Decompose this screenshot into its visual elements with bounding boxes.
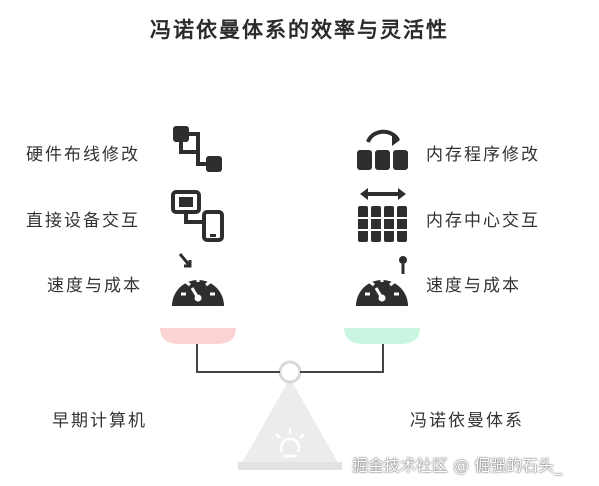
- left-label-wiring: 硬件布线修改: [26, 145, 140, 165]
- right-label-memory-center: 内存中心交互: [426, 211, 540, 231]
- right-label-memory-modify: 内存程序修改: [426, 145, 540, 165]
- wiring-icon: [170, 124, 226, 176]
- fulcrum-triangle: [238, 378, 342, 470]
- page-title: 冯诺依曼体系的效率与灵活性: [150, 17, 449, 42]
- scale-beam: [196, 334, 384, 373]
- pivot: [278, 360, 302, 384]
- right-pan: [344, 328, 420, 344]
- gauge-icon: [168, 252, 228, 308]
- devices-icon: [170, 188, 226, 244]
- left-pan: [160, 328, 236, 344]
- watermark: 掘金技术社区 @ 倔强的石头_: [352, 456, 563, 475]
- left-label-devices: 直接设备交互: [26, 211, 140, 231]
- memory-modify-icon: [354, 124, 412, 174]
- gauge-icon-right: [352, 252, 414, 308]
- left-label-speed-cost: 速度与成本: [47, 276, 142, 296]
- right-caption: 冯诺依曼体系: [410, 411, 524, 431]
- fulcrum-bulb-icon: [275, 428, 305, 458]
- left-caption: 早期计算机: [52, 411, 147, 431]
- memory-center-icon: [354, 186, 412, 244]
- right-label-speed-cost: 速度与成本: [426, 276, 521, 296]
- fulcrum-base: [238, 462, 342, 470]
